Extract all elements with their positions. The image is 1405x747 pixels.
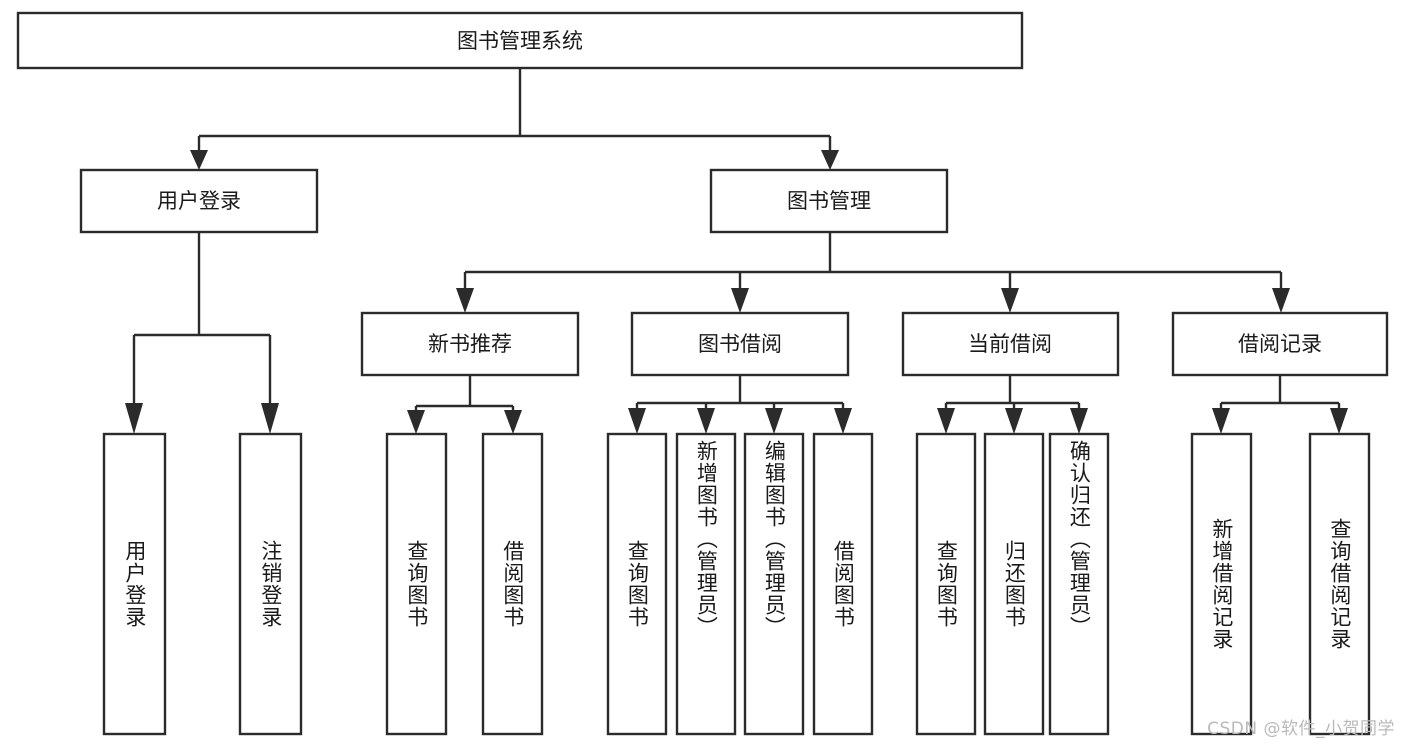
- node-user-login-label: 用户登录: [157, 189, 241, 213]
- node-current-borrow-box[interactable]: [901, 311, 1120, 377]
- leaf-box-edit-book[interactable]: [743, 432, 805, 736]
- arrow-to-leaf-query-book-2: [628, 408, 646, 434]
- node-root-label: 图书管理系统: [457, 29, 583, 53]
- node-current-borrow-label: 当前借阅: [968, 332, 1052, 356]
- node-new-book-rec-label: 新书推荐: [428, 332, 512, 356]
- node-book-borrow-label: 图书借阅: [698, 332, 782, 356]
- arrow-to-leaf-logout: [261, 403, 279, 434]
- arrow-to-user-login: [190, 150, 208, 170]
- arrow-to-leaf-add-book: [697, 408, 715, 434]
- node-new-book-rec-box[interactable]: [360, 311, 580, 377]
- leaf-box-user-login[interactable]: [102, 432, 167, 736]
- leaf-box-confirm-return[interactable]: [1048, 432, 1110, 736]
- leaf-box-borrow-book-2[interactable]: [812, 432, 874, 736]
- node-root-box[interactable]: [16, 11, 1024, 70]
- leaf-box-query-book-2[interactable]: [606, 432, 668, 736]
- arrow-to-leaf-borrow-book-2: [834, 408, 852, 434]
- leaf-box-query-book-1[interactable]: [385, 432, 448, 736]
- arrow-to-book-borrow: [731, 288, 749, 313]
- arrow-to-leaf-query-book-1: [407, 410, 425, 434]
- arrow-to-leaf-edit-book: [765, 408, 783, 434]
- node-borrow-record-box[interactable]: [1171, 311, 1389, 377]
- leaf-box-add-book[interactable]: [675, 432, 737, 736]
- arrow-to-current-borrow: [1001, 288, 1019, 313]
- leaf-box-add-record[interactable]: [1190, 432, 1253, 736]
- arrow-to-leaf-return-book: [1005, 408, 1023, 434]
- node-book-manage-label: 图书管理: [787, 189, 871, 213]
- arrow-to-leaf-confirm-return: [1070, 408, 1088, 434]
- arrow-to-new-book-rec: [456, 288, 474, 313]
- node-user-login-box[interactable]: [79, 168, 319, 234]
- edges-layer: [125, 68, 1348, 434]
- arrow-to-borrow-record: [1272, 288, 1290, 313]
- arrow-to-leaf-add-record: [1212, 408, 1230, 434]
- arrow-to-book-manage: [821, 150, 839, 170]
- arrow-to-leaf-borrow-book-1: [504, 410, 522, 434]
- arrow-to-leaf-user-login: [125, 403, 143, 434]
- nodes-layer: 图书管理系统 用户登录 图书管理 新书推荐 图书借阅 当前借阅 借阅记录: [16, 11, 1389, 736]
- leaf-box-query-book-3[interactable]: [915, 432, 977, 736]
- arrow-to-leaf-query-book-3: [937, 408, 955, 434]
- arrow-to-leaf-query-record: [1330, 408, 1348, 434]
- node-book-manage-box[interactable]: [709, 168, 949, 234]
- node-borrow-record-label: 借阅记录: [1238, 332, 1322, 356]
- leaf-box-borrow-book-1[interactable]: [481, 432, 544, 736]
- leaf-box-logout[interactable]: [238, 432, 303, 736]
- node-book-borrow-box[interactable]: [630, 311, 850, 377]
- leaf-box-return-book[interactable]: [983, 432, 1045, 736]
- leaf-box-query-record[interactable]: [1308, 432, 1371, 736]
- csdn-watermark: CSDN @软件_小贺同学: [1207, 719, 1395, 739]
